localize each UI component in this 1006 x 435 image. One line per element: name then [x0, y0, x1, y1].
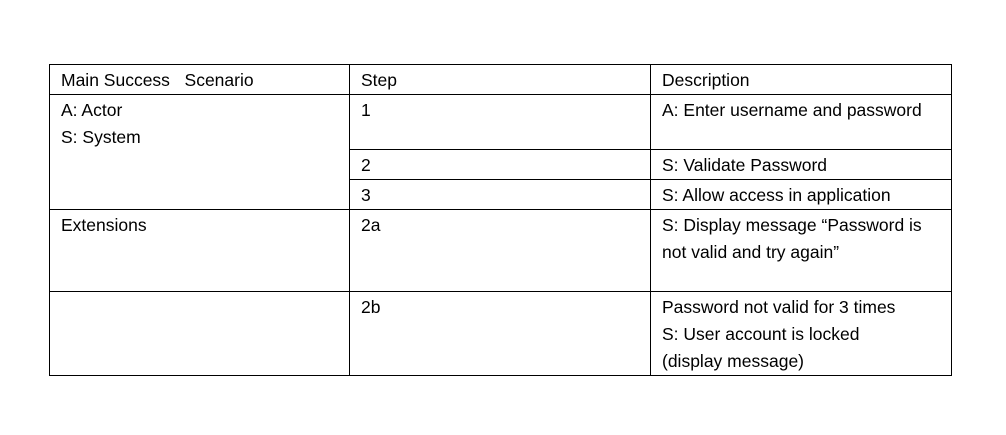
description-text: A: Enter username and password	[662, 100, 922, 120]
table-row: A: Actor S: System 1 A: Enter username a…	[49, 94, 952, 210]
header-scenario-text: Main Success Scenario	[61, 70, 254, 90]
description-cell: S: Validate Password	[650, 149, 952, 180]
header-step-text: Step	[361, 70, 397, 90]
step-text: 1	[361, 100, 371, 120]
actor-legend: A: Actor	[61, 100, 123, 120]
empty-cell	[49, 291, 350, 376]
extensions-cell: Extensions	[49, 209, 350, 292]
step-text: 2	[361, 155, 371, 175]
use-case-table: Main Success Scenario Step Description A…	[49, 64, 952, 376]
extensions-label: Extensions	[61, 215, 147, 235]
description-line: S: User account is locked	[662, 324, 860, 344]
header-cell-description: Description	[650, 64, 952, 95]
description-cell: A: Enter username and password	[650, 94, 952, 150]
table-row: 2b Password not valid for 3 times S: Use…	[49, 291, 952, 376]
header-description-text: Description	[662, 70, 750, 90]
description-cell: Password not valid for 3 times S: User a…	[650, 291, 952, 376]
table-header-row: Main Success Scenario Step Description	[49, 64, 952, 95]
step-cell: 2	[349, 149, 651, 180]
system-legend: S: System	[61, 127, 141, 147]
step-cell: 3	[349, 179, 651, 210]
step-cell: 2b	[349, 291, 651, 376]
actor-system-cell: A: Actor S: System	[49, 94, 350, 210]
header-cell-step: Step	[349, 64, 651, 95]
header-cell-scenario: Main Success Scenario	[49, 64, 350, 95]
step-cell: 2a	[349, 209, 651, 292]
step-text: 2a	[361, 215, 381, 235]
description-text: S: Display message “Password is not vali…	[662, 215, 922, 262]
description-line: (display message)	[662, 351, 804, 371]
step-cell: 1	[349, 94, 651, 150]
description-text: S: Allow access in application	[662, 185, 891, 205]
description-cell: S: Allow access in application	[650, 179, 952, 210]
table-row: Extensions 2a S: Display message “Passwo…	[49, 209, 952, 292]
description-cell: S: Display message “Password is not vali…	[650, 209, 952, 292]
step-text: 2b	[361, 297, 381, 317]
description-text: S: Validate Password	[662, 155, 828, 175]
step-text: 3	[361, 185, 371, 205]
table-row: 3 S: Allow access in application	[50, 179, 952, 210]
description-line: Password not valid for 3 times	[662, 297, 896, 317]
